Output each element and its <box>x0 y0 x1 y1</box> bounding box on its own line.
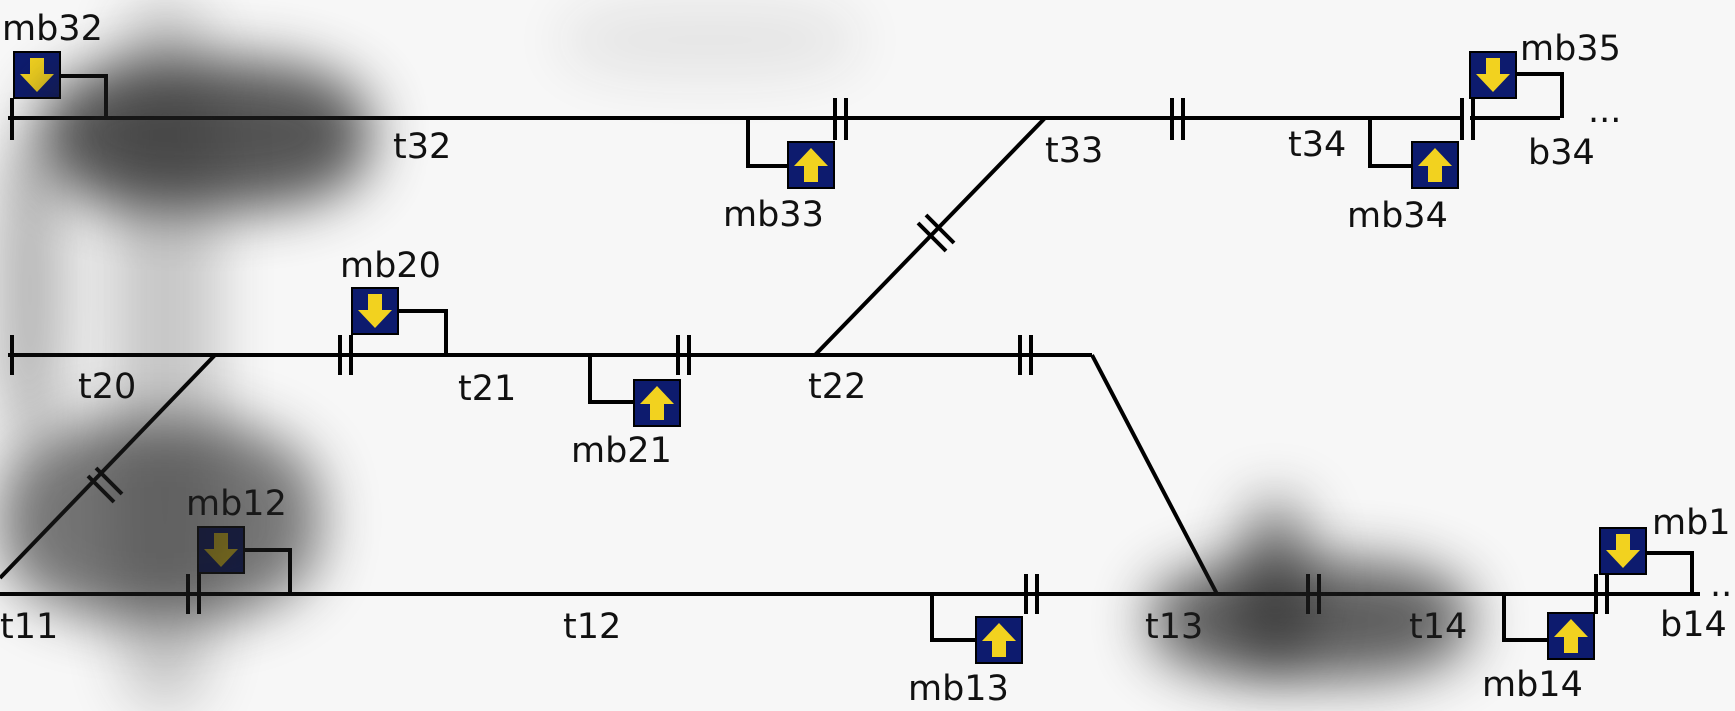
track-label-t34: t34 <box>1288 125 1346 165</box>
sensor-connector <box>1516 72 1564 118</box>
continuation-mark: ... <box>1588 91 1621 131</box>
track-label-t32: t32 <box>393 127 451 167</box>
sensor-connector <box>1368 118 1414 168</box>
track-label-b34: b34 <box>1528 133 1595 173</box>
sensor-label-mb34: mb34 <box>1347 196 1448 236</box>
track-label-t11: t11 <box>0 607 58 647</box>
arrow-up-icon[interactable] <box>1411 141 1459 189</box>
arrow-up-icon[interactable] <box>975 616 1023 664</box>
sensor-label-mb33: mb33 <box>723 195 824 235</box>
continuation-mark: ... <box>1710 565 1735 605</box>
track-label-t20: t20 <box>78 367 136 407</box>
isolation-joint <box>916 221 948 253</box>
sensor-connector <box>1502 594 1550 642</box>
arrow-up-icon[interactable] <box>633 379 681 427</box>
sensor-connector <box>1646 551 1694 594</box>
sensor-connector <box>398 309 448 355</box>
track-label-b14: b14 <box>1660 605 1727 645</box>
sensor-label-mb20: mb20 <box>340 246 441 286</box>
sensor-label-mb21: mb21 <box>571 431 672 471</box>
background-blur <box>560 0 860 80</box>
background-blur <box>0 140 60 440</box>
isolation-joint <box>924 213 956 245</box>
sensor-connector <box>588 355 636 404</box>
sensor-connector <box>930 594 978 642</box>
arrow-down-icon[interactable] <box>1469 51 1517 99</box>
track-label-t21: t21 <box>458 369 516 409</box>
track-crossover-t22-t13[interactable] <box>1090 354 1219 595</box>
background-blur <box>1240 500 1310 660</box>
track-label-t22: t22 <box>808 367 866 407</box>
sensor-label-mb15: mb1 <box>1652 503 1731 543</box>
track-row-2 <box>8 287 1092 427</box>
background-blur <box>1150 560 1470 680</box>
arrow-down-icon[interactable] <box>13 51 61 99</box>
sensor-label-mb35: mb35 <box>1520 29 1621 69</box>
arrow-up-icon[interactable] <box>1547 612 1595 660</box>
sensor-label-mb14: mb14 <box>1482 665 1583 705</box>
sensor-connector <box>746 118 790 168</box>
track-label-t33: t33 <box>1045 131 1103 171</box>
arrow-up-icon[interactable] <box>787 141 835 189</box>
background-blur <box>0 420 320 620</box>
sensor-label-mb32: mb32 <box>2 9 103 49</box>
arrow-down-icon[interactable] <box>351 287 399 335</box>
background-blur <box>40 60 370 210</box>
sensor-label-mb13: mb13 <box>908 669 1009 706</box>
arrow-down-icon[interactable] <box>1599 527 1647 575</box>
track-label-t12: t12 <box>563 607 621 647</box>
